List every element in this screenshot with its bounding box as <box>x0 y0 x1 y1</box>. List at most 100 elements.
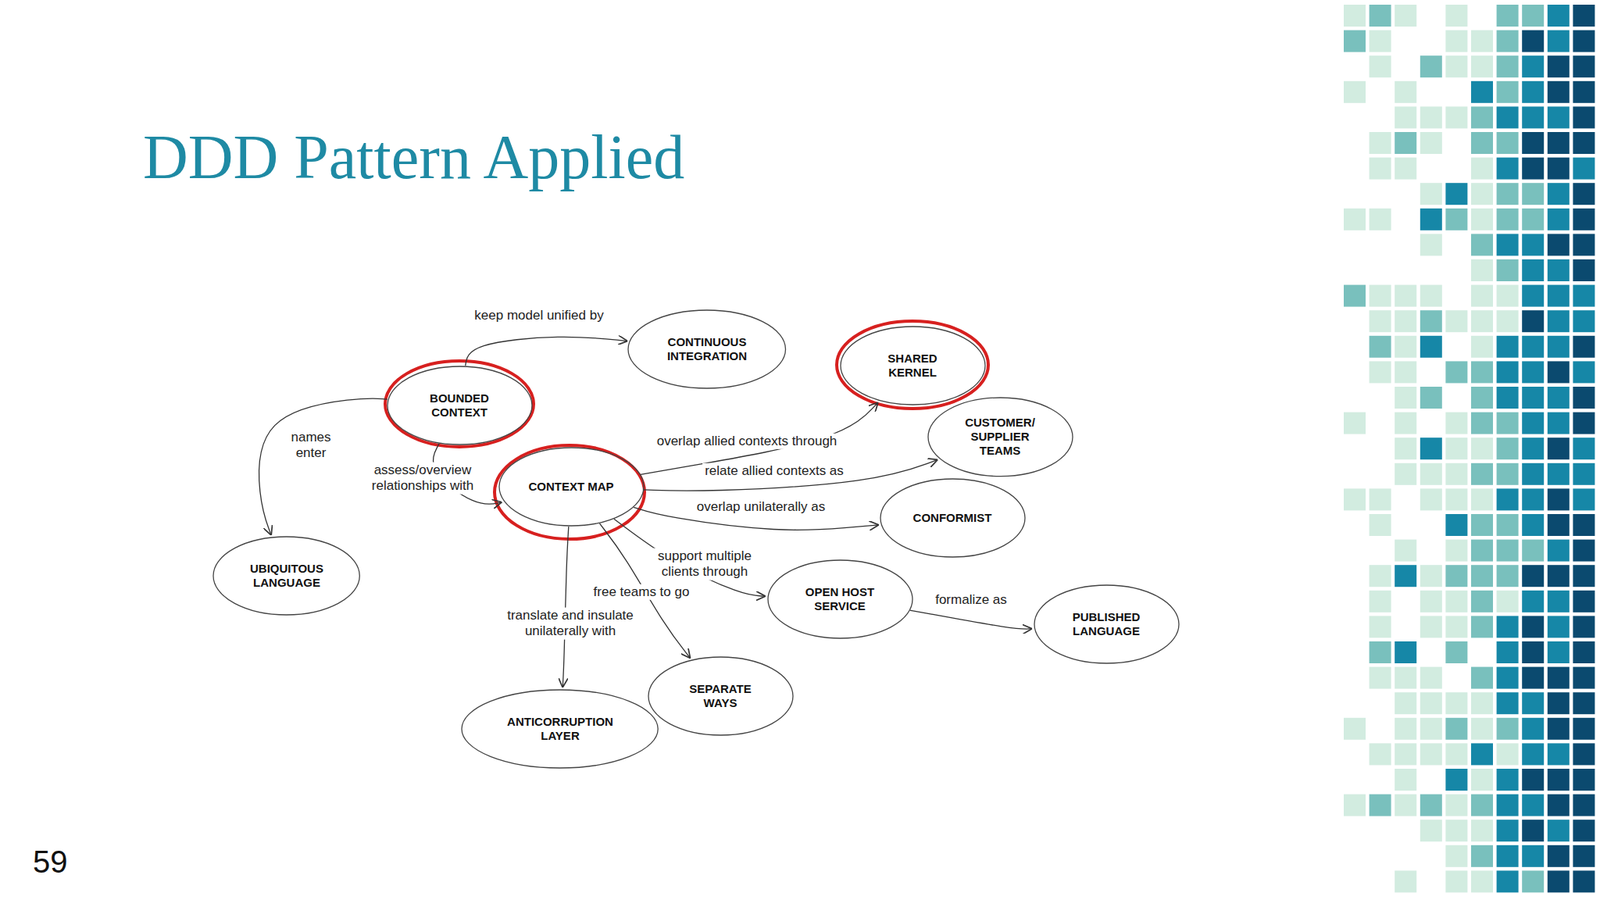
decor-square <box>1471 360 1493 383</box>
decor-square <box>1521 386 1544 409</box>
decor-square <box>1496 590 1519 613</box>
decor-square <box>1521 794 1544 817</box>
decor-square <box>1547 819 1570 842</box>
decor-square <box>1420 233 1443 256</box>
decor-square <box>1496 615 1519 638</box>
decor-square <box>1445 437 1468 460</box>
decor-square <box>1521 870 1544 893</box>
decor-square <box>1572 437 1595 460</box>
pattern-name: SHARED KERNEL <box>877 351 948 380</box>
decor-square <box>1471 539 1493 562</box>
decor-square <box>1547 564 1570 587</box>
decor-square <box>1547 590 1570 613</box>
decor-square <box>1445 30 1468 53</box>
decor-square <box>1343 4 1366 27</box>
decor-square <box>1445 819 1468 842</box>
decor-square <box>1547 514 1570 536</box>
decor-square <box>1547 132 1570 154</box>
decor-square <box>1521 437 1544 460</box>
decor-square <box>1572 845 1595 868</box>
decor-square <box>1394 794 1417 817</box>
decor-square <box>1572 310 1595 333</box>
decor-square <box>1369 30 1392 53</box>
decor-square <box>1420 564 1443 587</box>
decor-square <box>1496 55 1519 78</box>
decor-square <box>1547 4 1570 27</box>
decor-square <box>1496 692 1519 715</box>
decor-square <box>1394 132 1417 154</box>
decor-square <box>1496 717 1519 740</box>
decor-square <box>1394 768 1417 791</box>
pattern-ellipse: CONTINUOUS INTEGRATION <box>627 309 787 390</box>
decor-square <box>1496 233 1519 256</box>
decor-square <box>1547 412 1570 435</box>
decor-square <box>1572 819 1595 842</box>
ellipse-outline <box>880 478 1025 558</box>
decor-square <box>1394 285 1417 308</box>
decor-square <box>1420 182 1443 205</box>
decor-square <box>1521 310 1544 333</box>
decor-square <box>1369 488 1392 511</box>
decor-square <box>1471 285 1493 308</box>
decor-square <box>1420 208 1443 231</box>
decor-square <box>1496 845 1519 868</box>
decor-square <box>1420 692 1443 715</box>
decor-square <box>1445 615 1468 638</box>
decor-square <box>1496 514 1519 536</box>
decor-square <box>1521 182 1544 205</box>
decor-square <box>1471 819 1493 842</box>
decor-square <box>1521 81 1544 104</box>
red-highlight <box>385 360 534 447</box>
relationship-label: keep model unified by <box>471 307 606 324</box>
relationship-arrow <box>910 610 1033 629</box>
decor-square <box>1394 386 1417 409</box>
decor-square <box>1369 285 1392 308</box>
pattern-ellipse: SHARED KERNEL <box>839 325 986 406</box>
decor-square <box>1496 4 1519 27</box>
decor-square <box>1445 360 1468 383</box>
decor-square <box>1496 819 1519 842</box>
pattern-ellipse: OPEN HOST SERVICE <box>767 559 914 640</box>
pattern-ellipse: CONTEXT MAP <box>498 446 645 527</box>
decor-square <box>1420 132 1443 154</box>
decor-square <box>1572 488 1595 511</box>
decor-square <box>1572 106 1595 129</box>
pattern-name: PUBLISHED LANGUAGE <box>1063 610 1150 639</box>
decor-square <box>1343 30 1366 53</box>
decor-square <box>1547 667 1570 690</box>
decor-square <box>1496 182 1519 205</box>
decor-square <box>1572 667 1595 690</box>
relationship-label: relate allied contexts as <box>702 463 847 479</box>
pattern-name: BOUNDED CONTEXT <box>420 391 499 420</box>
decor-square <box>1394 667 1417 690</box>
decor-square <box>1394 437 1417 460</box>
decor-square <box>1521 4 1544 27</box>
pattern-name: OPEN HOST SERVICE <box>796 585 883 614</box>
decor-square <box>1369 360 1392 383</box>
decor-square <box>1471 667 1493 690</box>
decor-square <box>1521 488 1544 511</box>
decor-square <box>1572 564 1595 587</box>
decor-square <box>1547 55 1570 78</box>
decor-square <box>1572 412 1595 435</box>
ellipse-outline <box>767 560 913 639</box>
decor-square <box>1572 768 1595 791</box>
decor-square <box>1572 514 1595 536</box>
decor-square <box>1369 641 1392 664</box>
decor-square <box>1420 590 1443 613</box>
decor-square <box>1471 742 1493 765</box>
decor-square <box>1343 81 1366 104</box>
decor-square <box>1572 615 1595 638</box>
pattern-ellipse: PUBLISHED LANGUAGE <box>1033 584 1180 665</box>
decor-square <box>1521 539 1544 562</box>
red-highlight <box>836 321 989 409</box>
decor-square <box>1572 4 1595 27</box>
pattern-name: SEPARATE WAYS <box>681 682 760 711</box>
decor-square <box>1572 641 1595 664</box>
relationship-arrow <box>465 336 629 366</box>
decor-square <box>1445 463 1468 486</box>
decor-square <box>1420 463 1443 486</box>
decor-square <box>1547 768 1570 791</box>
decor-square <box>1445 488 1468 511</box>
decor-square <box>1572 360 1595 383</box>
